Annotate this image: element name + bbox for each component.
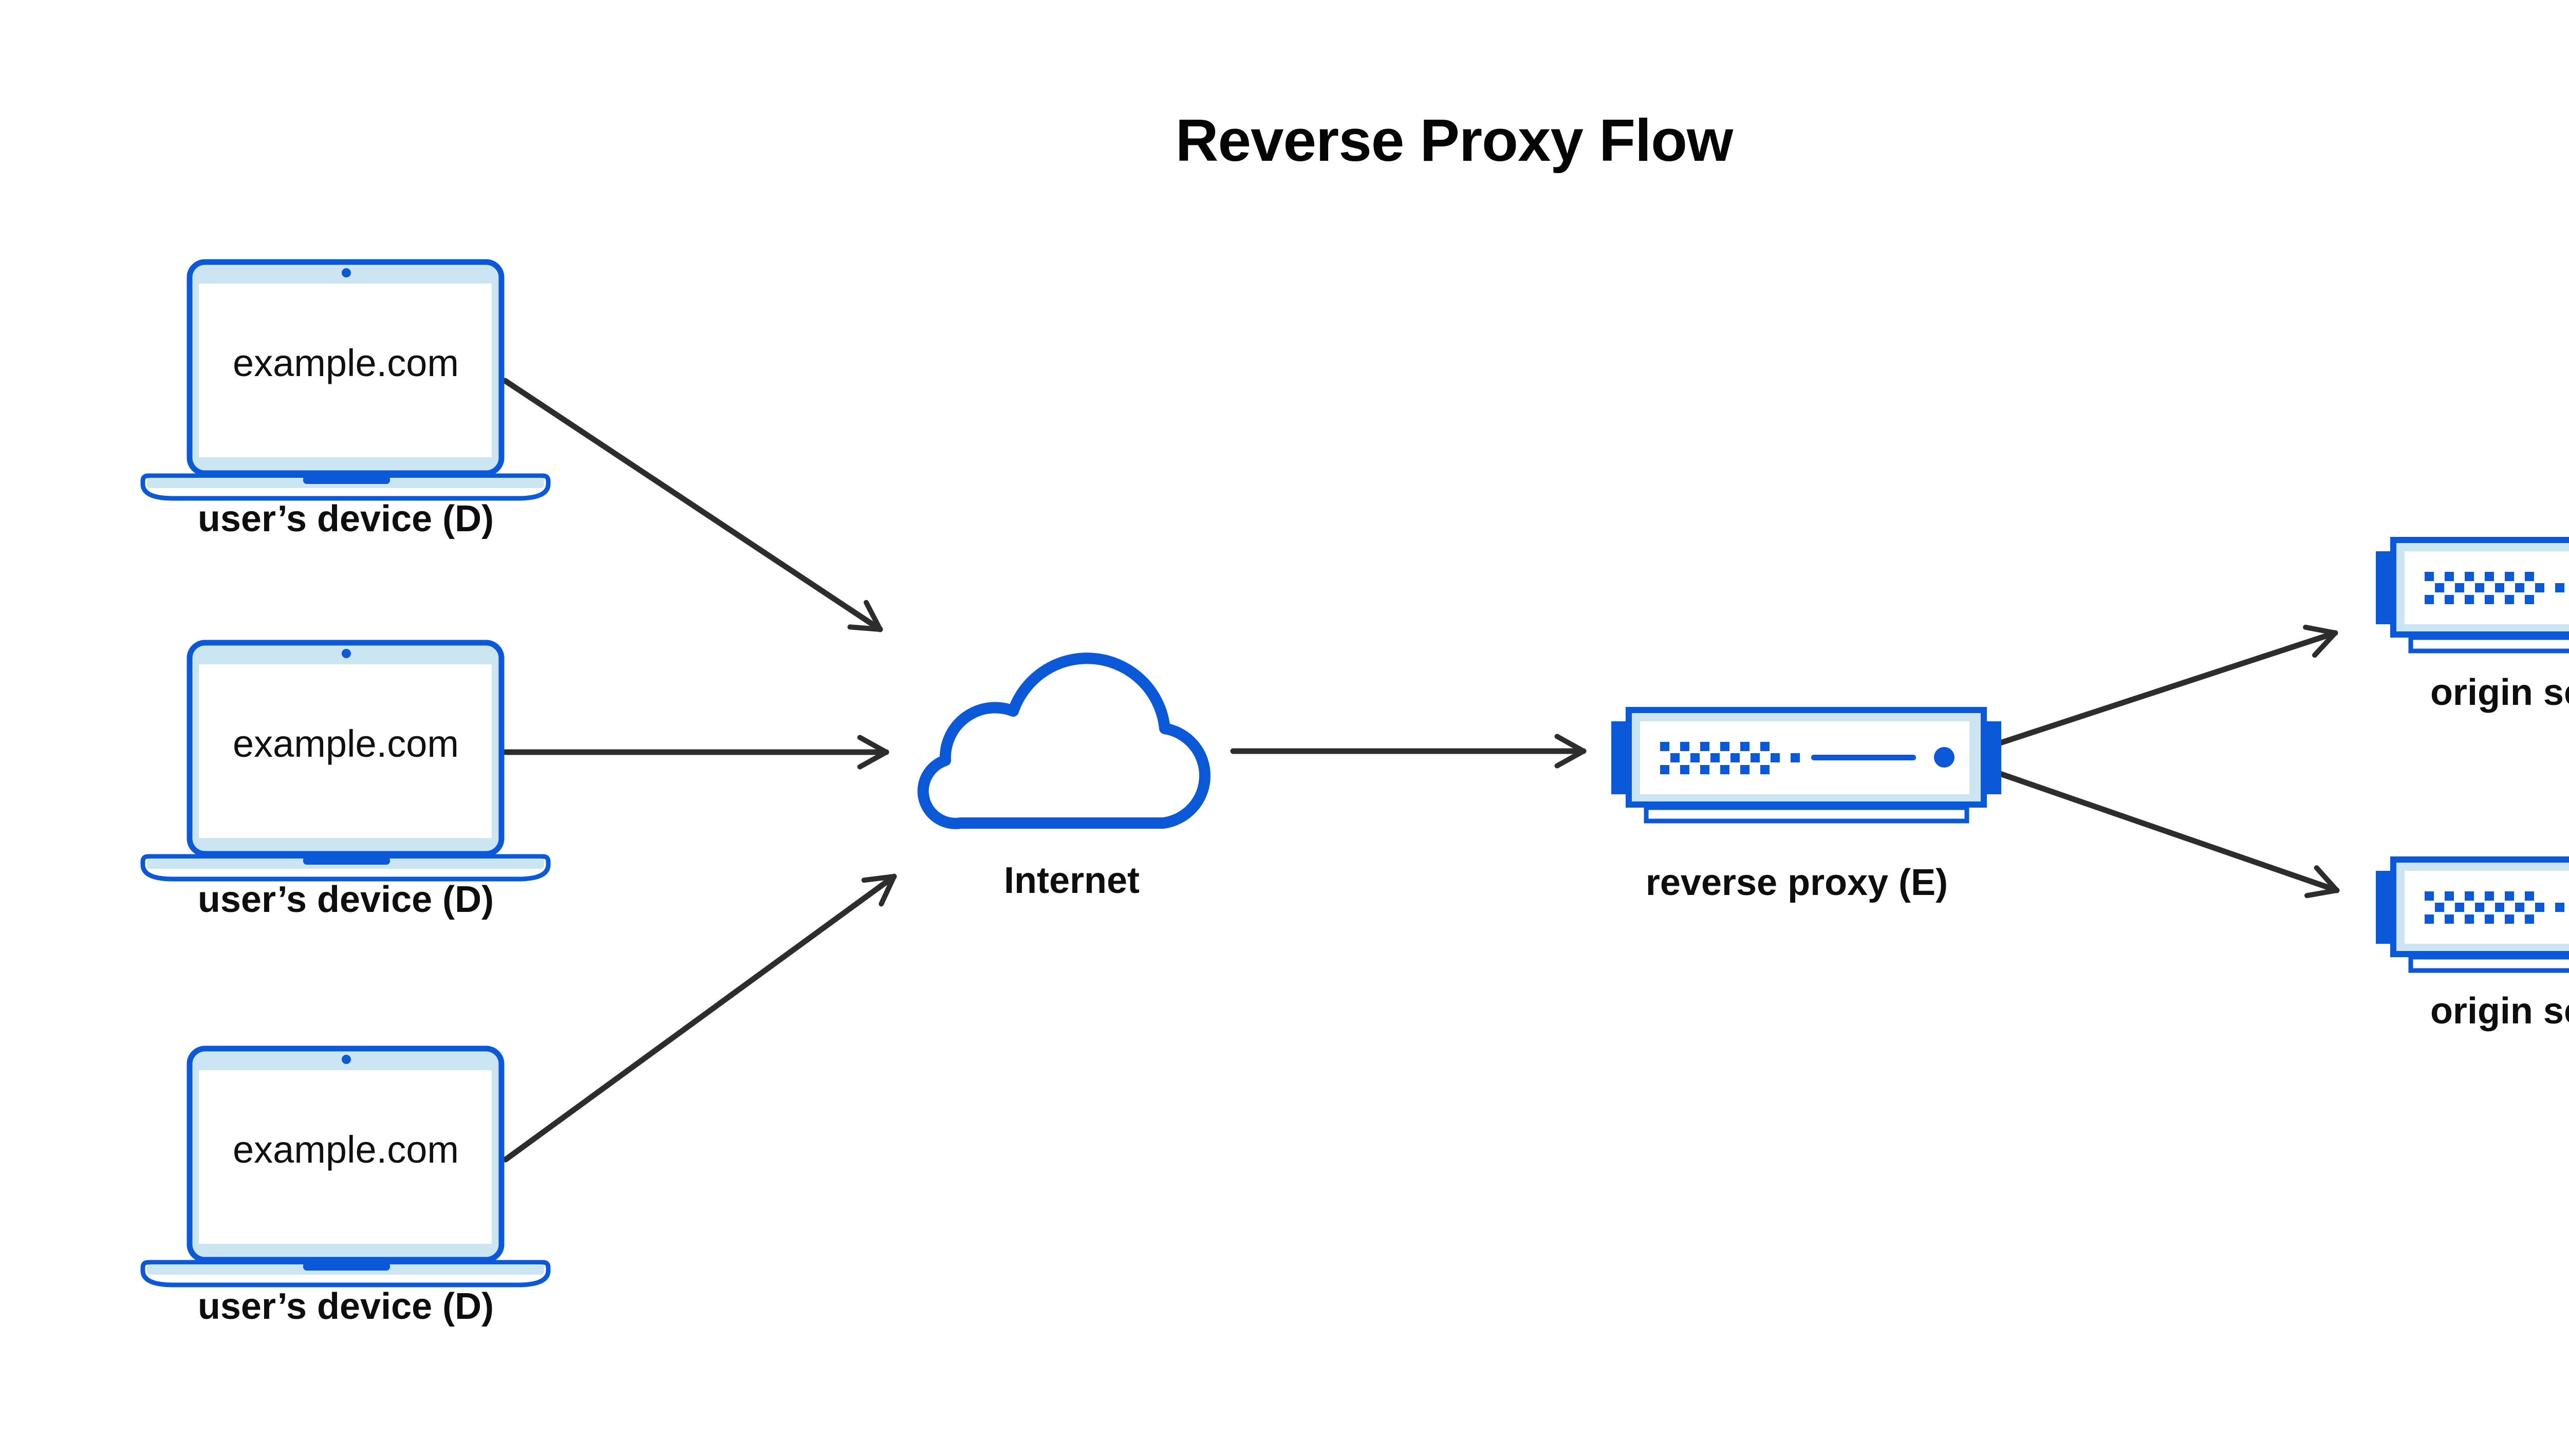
device1-label: user’s device (D) bbox=[197, 498, 494, 539]
arrow-device3-to-internet bbox=[502, 873, 897, 1163]
arrow-proxy-to-origin2 bbox=[1996, 770, 2340, 899]
cloud-icon bbox=[917, 652, 1211, 829]
server-icon-origin-1 bbox=[2376, 540, 2569, 651]
device3-label: user’s device (D) bbox=[197, 1286, 494, 1327]
device2-label: user’s device (D) bbox=[197, 879, 494, 920]
arrow-proxy-to-origin1 bbox=[1996, 624, 2338, 746]
arrows bbox=[502, 378, 2340, 1163]
internet-label: Internet bbox=[1003, 860, 1140, 901]
device1-screen-text: example.com bbox=[232, 342, 459, 384]
device2-screen-text: example.com bbox=[232, 722, 459, 765]
origin-server1-label: origin server (F) bbox=[2430, 672, 2569, 713]
origin-server2-label: origin server (F) bbox=[2430, 991, 2569, 1032]
reverse-proxy-label: reverse proxy (E) bbox=[1645, 862, 1948, 903]
server-icon-reverse-proxy bbox=[1611, 710, 2001, 821]
page-title: Reverse Proxy Flow bbox=[1175, 107, 1734, 174]
device3-screen-text: example.com bbox=[232, 1128, 459, 1171]
arrow-device1-to-internet bbox=[502, 378, 883, 632]
server-icon-origin-2 bbox=[2376, 860, 2569, 970]
